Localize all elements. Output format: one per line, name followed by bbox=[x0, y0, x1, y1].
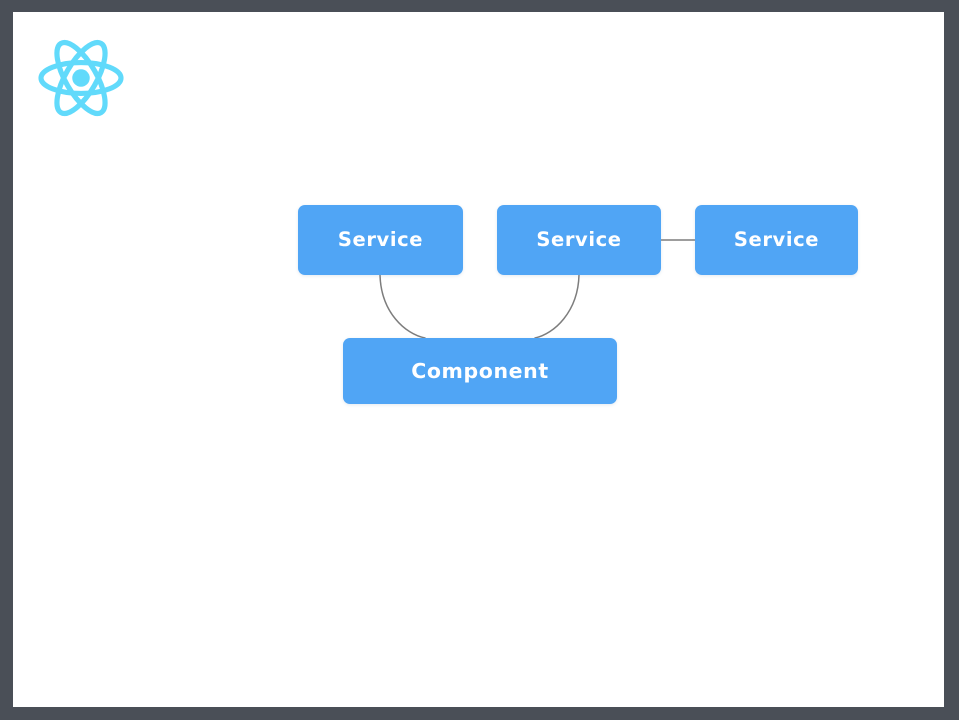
node-service-3[interactable]: Service bbox=[695, 205, 858, 275]
react-logo-icon bbox=[31, 29, 131, 127]
node-service-1[interactable]: Service bbox=[298, 205, 463, 275]
edge-service2-component bbox=[534, 274, 580, 339]
node-service-2-label: Service bbox=[536, 228, 622, 252]
node-component[interactable]: Component bbox=[343, 338, 617, 404]
slide-canvas: Service Service Service Component bbox=[13, 12, 944, 707]
node-service-2[interactable]: Service bbox=[497, 205, 661, 275]
node-service-3-label: Service bbox=[733, 228, 820, 252]
service-component-diagram: Service Service Service Component bbox=[13, 12, 944, 707]
node-component-label: Component bbox=[411, 358, 549, 383]
edge-service1-component bbox=[379, 274, 426, 339]
node-service-1-label: Service bbox=[337, 228, 424, 252]
